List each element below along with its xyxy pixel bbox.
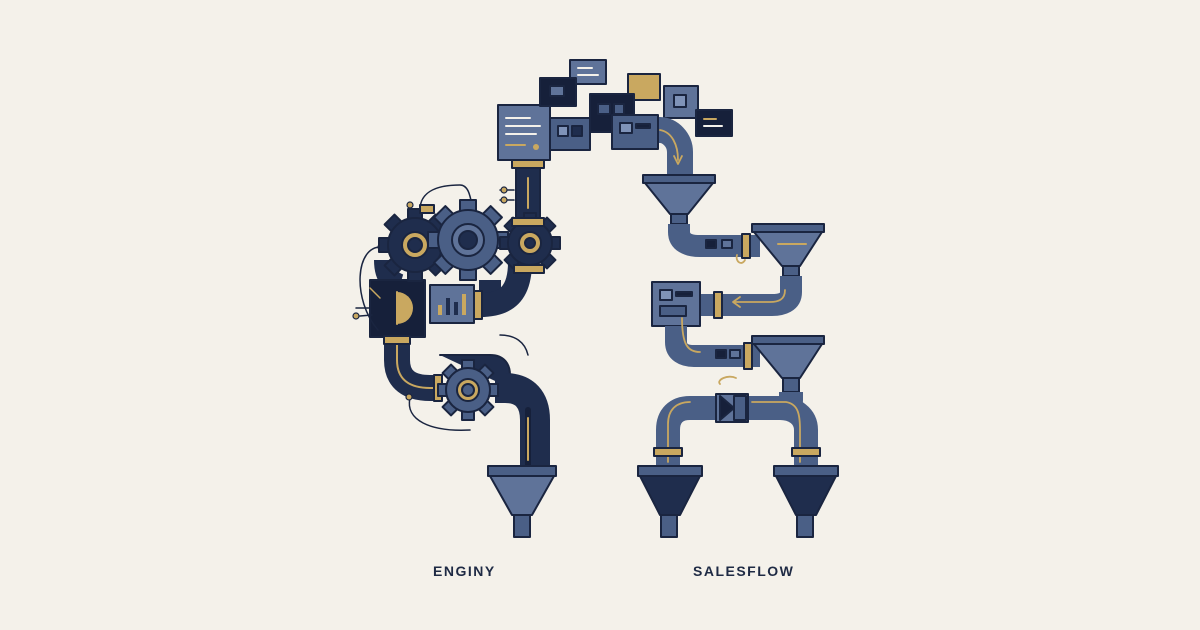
- document-icon: [497, 104, 551, 161]
- document-icon: [539, 77, 577, 107]
- pie-chart-icon: [369, 279, 426, 338]
- gear-icon: [427, 199, 509, 281]
- document-icon: [627, 73, 661, 101]
- funnel-icon: [773, 465, 839, 538]
- salesflow-label: SALESFLOW: [693, 563, 795, 579]
- document-icon: [695, 109, 733, 137]
- funnel-icon: [487, 465, 557, 538]
- funnel-icon: [637, 465, 703, 538]
- document-icon: [549, 117, 591, 151]
- document-icon: [611, 114, 659, 150]
- salesflow-pipeline: [611, 114, 839, 538]
- pipe-coupling: [511, 159, 545, 169]
- document-icon: [651, 281, 701, 327]
- enginy-pipeline: [352, 104, 561, 538]
- funnel-icon: [751, 335, 825, 393]
- gear-icon: [437, 359, 499, 421]
- document-icon: [663, 85, 699, 119]
- arrow-icon: [715, 393, 749, 423]
- enginy-label: ENGINY: [433, 563, 496, 579]
- funnel-icon: [751, 223, 825, 277]
- bar-chart-icon: [429, 284, 475, 324]
- funnel-icon: [642, 174, 716, 225]
